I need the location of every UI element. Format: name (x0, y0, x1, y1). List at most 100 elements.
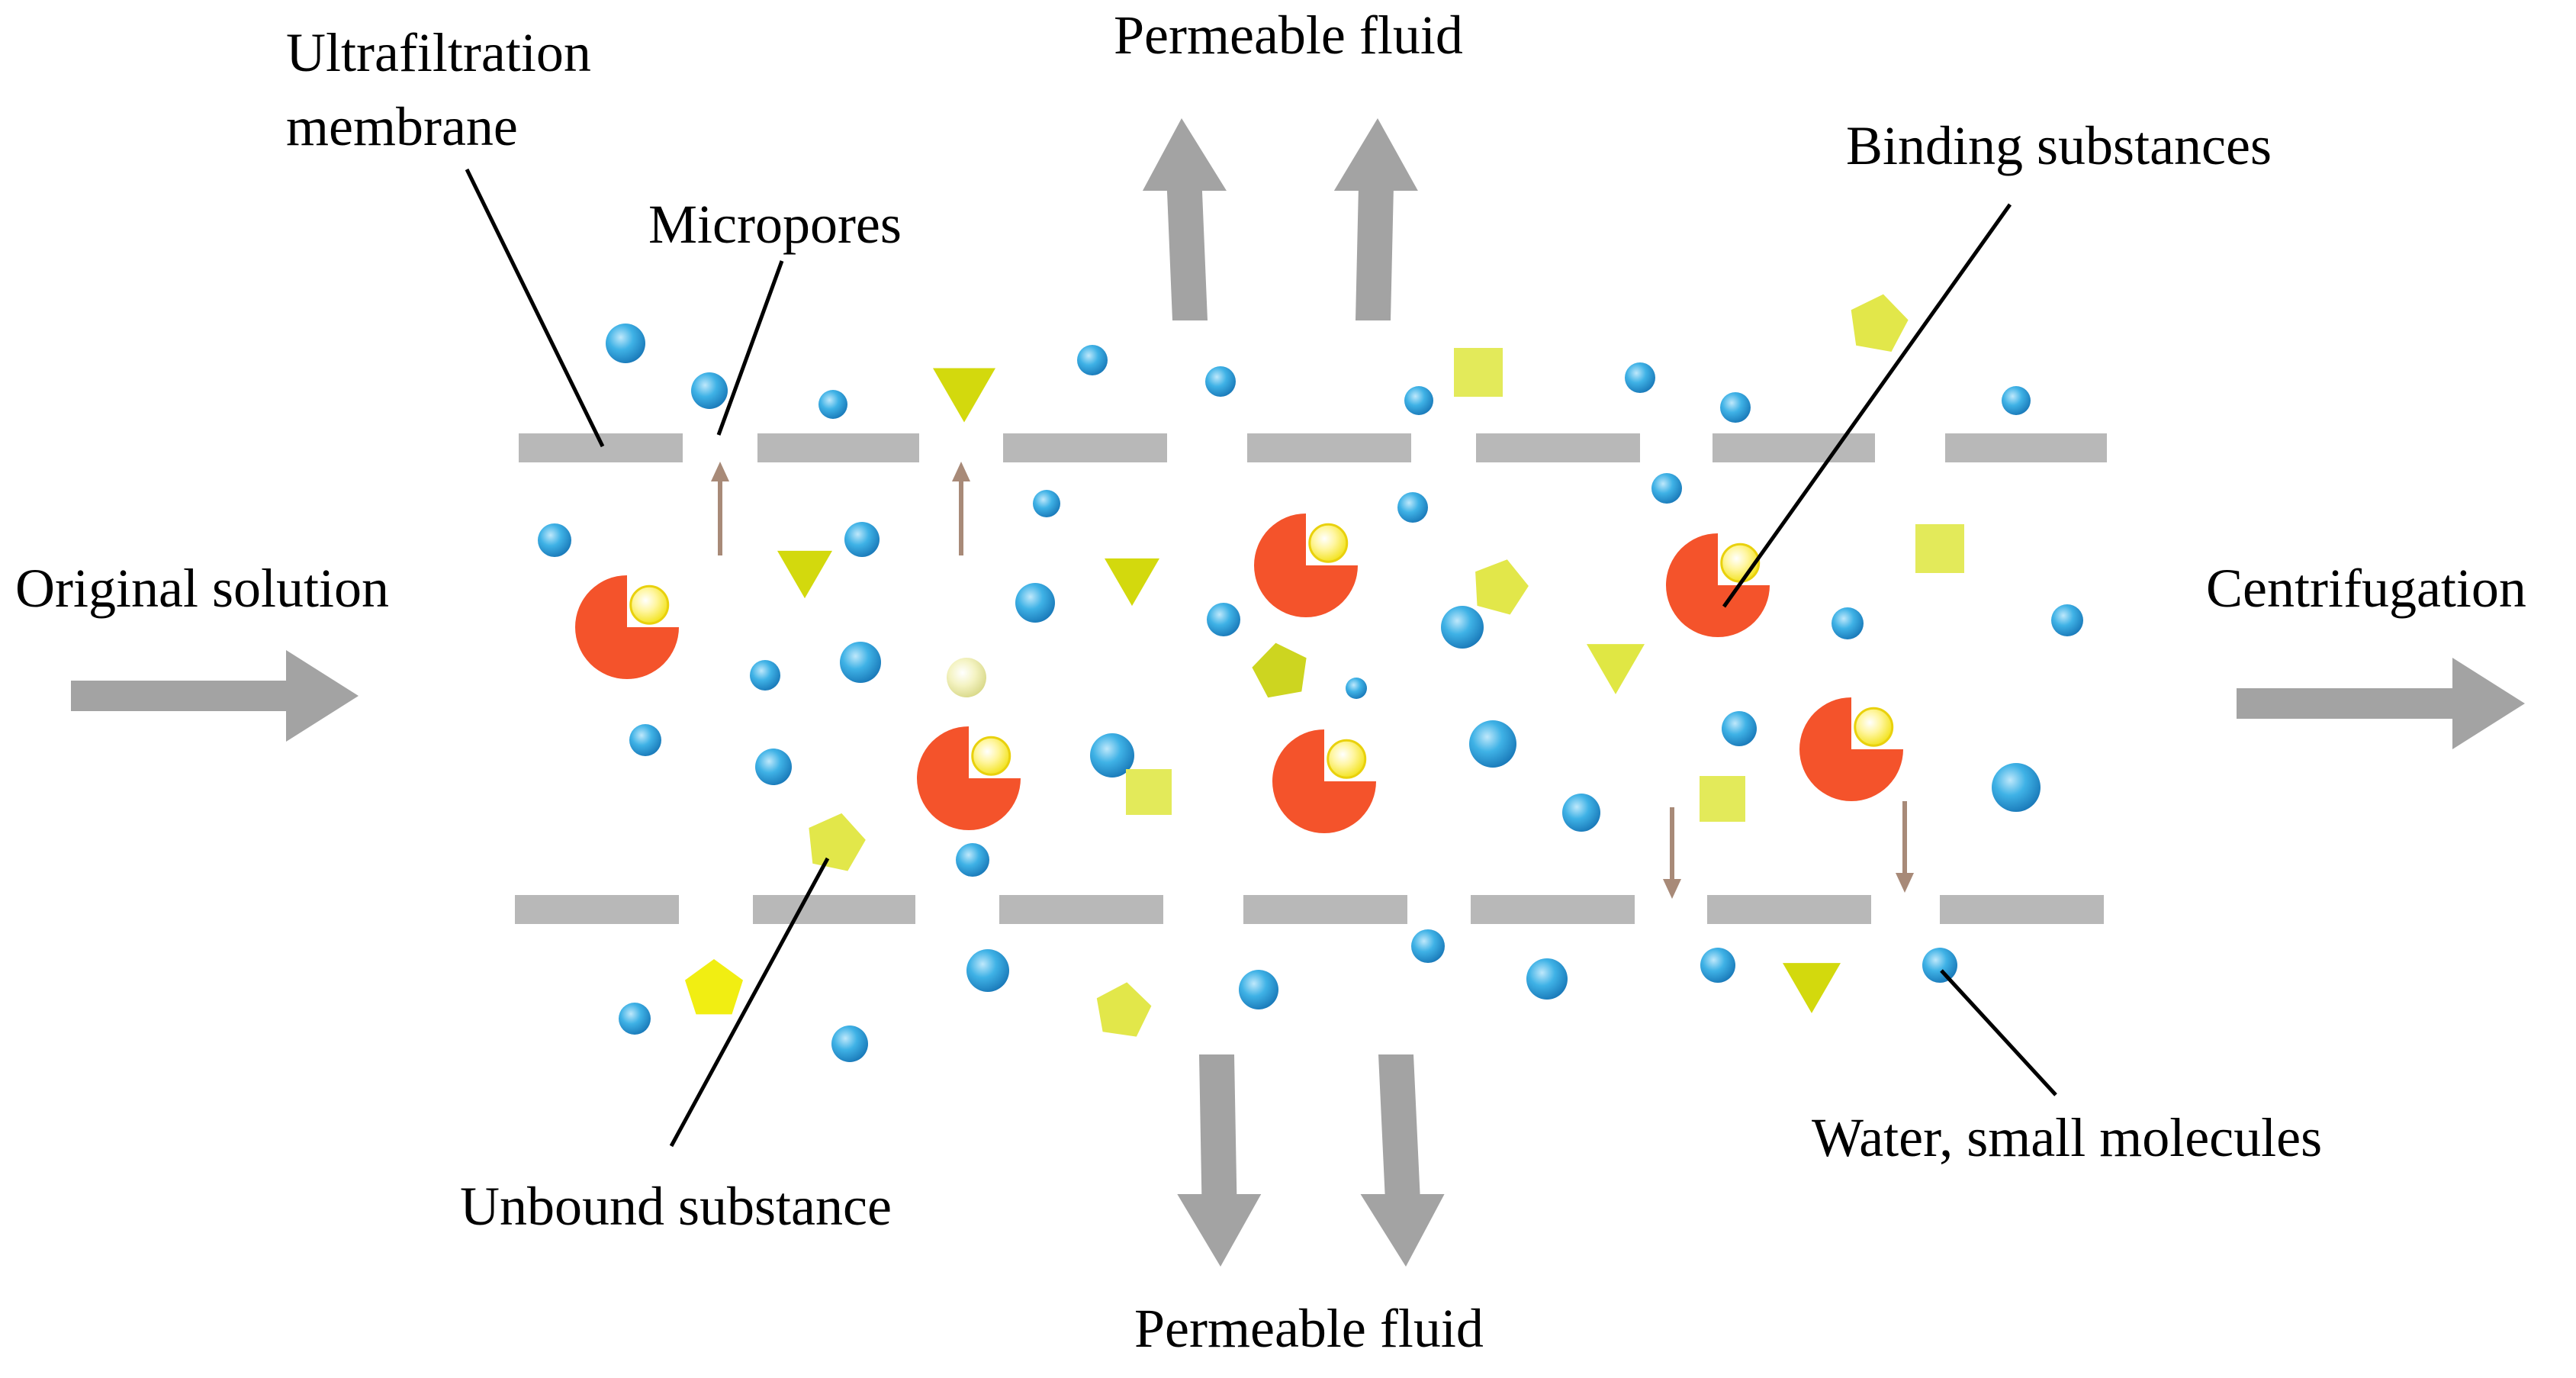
membrane-segment (1940, 895, 2104, 924)
pore-arrow-up-head (952, 462, 970, 481)
triangle-particle-icon (777, 550, 832, 599)
membrane-segment (1247, 433, 1411, 462)
bound-ligand-icon (1308, 523, 1349, 563)
pacman-binder-icon (1799, 697, 1903, 801)
water-molecule-icon (1720, 392, 1751, 423)
ultrafiltration-membrane-bottom (515, 895, 2104, 924)
bound-ligand-icon (1327, 739, 1367, 779)
water-molecule-icon (1397, 492, 1428, 523)
pore-arrow-up-head (711, 462, 729, 481)
micropore-arrows (711, 462, 1914, 899)
label-binding-substances: Binding substances (1846, 115, 2272, 176)
water-molecule-icon (1922, 948, 1957, 983)
triangle-particle-icon (1587, 644, 1645, 694)
water-molecule-icon (606, 324, 645, 363)
label-membrane: membrane (286, 96, 518, 157)
label-unbound-substance: Unbound substance (460, 1176, 892, 1237)
water-molecule-icon (1411, 929, 1445, 963)
membrane-segment (1707, 895, 1871, 924)
pacman-binder-icon (575, 575, 679, 679)
water-molecule-icon (1404, 386, 1433, 415)
label-water-small-molecules: Water, small molecules (1812, 1107, 2322, 1168)
permeate-down-arrow-right (1360, 1054, 1445, 1267)
pentagon-particle-icon (1475, 559, 1529, 615)
water-molecule-icon (1469, 720, 1516, 768)
pentagon-particle-icon (685, 959, 743, 1015)
water-molecule-icon (619, 1003, 651, 1035)
membrane-segment (1713, 433, 1875, 462)
water-molecule-icon (1625, 362, 1655, 393)
label-permeable-fluid-top: Permeable fluid (1114, 5, 1463, 66)
membrane-segment (1003, 433, 1167, 462)
water-molecule-icon (840, 642, 881, 683)
membrane-segment (1945, 433, 2107, 462)
membrane-segment (753, 895, 915, 924)
water-molecule-icon (1346, 678, 1367, 699)
water-molecule-icon (1526, 958, 1568, 1000)
water-molecule-icon (1700, 948, 1735, 983)
water-molecule-icon (691, 372, 728, 409)
water-molecule-icon (629, 724, 661, 756)
water-molecule-icon (844, 522, 880, 557)
label-micropores: Micropores (648, 194, 902, 255)
square-particle-icon (1915, 524, 1964, 573)
leader-binding (1722, 203, 2012, 608)
bound-ligand-icon (629, 584, 670, 625)
pacman-binder-icon (917, 726, 1021, 830)
permeate-down-arrow-left (1177, 1054, 1262, 1267)
water-molecule-icon (538, 523, 571, 557)
membrane-segment (519, 433, 683, 462)
water-molecule-icon (1077, 345, 1108, 375)
water-molecule-icon (1562, 794, 1600, 832)
pentagon-particle-icon (809, 813, 866, 871)
water-molecule-icon (1992, 763, 2041, 812)
water-molecule-icon (1722, 711, 1757, 746)
leader-lines (465, 168, 2057, 1148)
square-particle-icon (1454, 348, 1503, 397)
water-molecule-icon (818, 390, 847, 419)
flow-arrows (71, 118, 2525, 1267)
pentagon-particle-icon (1851, 294, 1909, 352)
membrane-segment (1476, 433, 1640, 462)
pacman-binder-icon (1272, 729, 1376, 833)
water-molecule-icon (1090, 733, 1134, 778)
centrifugation-arrow (2237, 658, 2525, 749)
original-solution-arrow (71, 650, 359, 742)
square-particle-icon (1700, 776, 1745, 822)
pacman-binder-icon (1254, 514, 1358, 617)
permeate-up-arrow-right (1333, 118, 1418, 320)
pentagon-particle-icon (1252, 642, 1307, 698)
water-molecule-icon (831, 1025, 868, 1062)
membrane-segment (757, 433, 919, 462)
water-molecule-icon (1832, 607, 1864, 639)
water-molecule-icon (1015, 583, 1055, 623)
pore-arrow-down-head (1663, 879, 1681, 899)
label-centrifugation: Centrifugation (2206, 558, 2526, 619)
triangle-particle-icon (933, 368, 995, 423)
water-molecule-icon (1033, 490, 1060, 517)
water-molecule-icon (2051, 604, 2083, 636)
water-molecule-icon (1651, 473, 1682, 504)
water-molecule-icon (2002, 386, 2031, 415)
label-original-solution: Original solution (15, 558, 389, 619)
permeate-up-arrow-left (1142, 118, 1227, 320)
label-ultrafiltration: Ultrafiltration (286, 22, 591, 83)
leader-ultrafiltration (465, 168, 605, 448)
water-molecule-icon (1205, 366, 1236, 397)
water-molecule-icon (966, 949, 1009, 992)
label-permeable-fluid-bottom: Permeable fluid (1134, 1298, 1484, 1359)
bound-ligand-icon (971, 736, 1011, 776)
water-molecule-icon (1441, 606, 1484, 649)
pore-arrow-down-head (1896, 873, 1914, 893)
membrane-segment (999, 895, 1163, 924)
water-molecule-icon (1239, 970, 1278, 1009)
membrane-segment (1471, 895, 1635, 924)
square-particle-icon (1126, 769, 1172, 815)
free-ligand-icon (947, 658, 986, 697)
water-molecule-icon (750, 660, 780, 691)
membrane-segment (515, 895, 679, 924)
particles (538, 294, 2083, 1062)
bound-ligand-icon (1854, 707, 1894, 747)
pacman-binder-icon (1666, 533, 1770, 637)
